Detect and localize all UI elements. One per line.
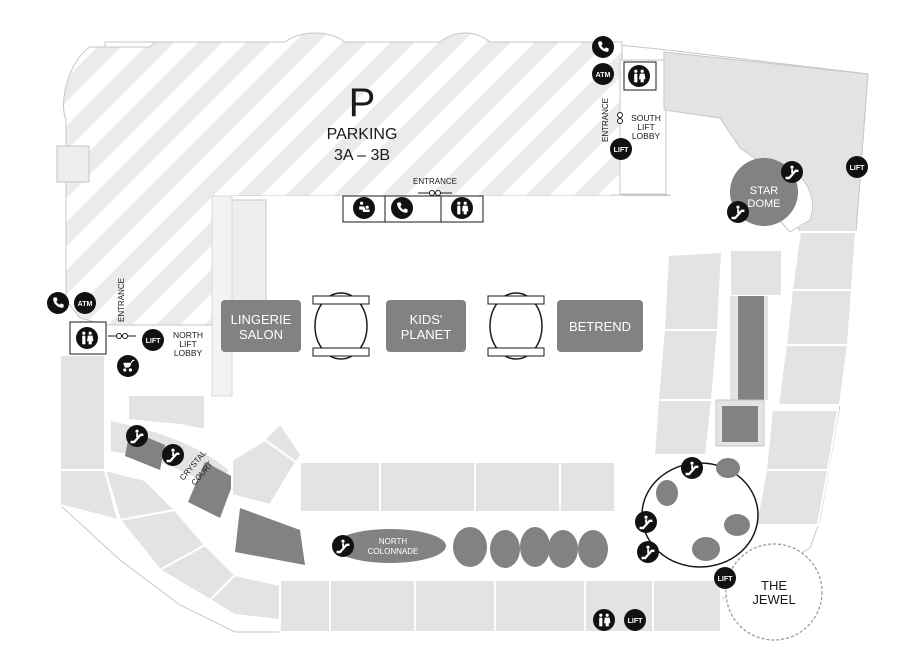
escalator-icon[interactable] xyxy=(126,425,148,447)
store-kids-label-1: KIDS' xyxy=(410,312,443,327)
parking-levels: 3A – 3B xyxy=(334,147,390,164)
store-kids-label-2: PLANET xyxy=(401,327,452,342)
atm-icon-label: ATM xyxy=(78,301,93,308)
lift-icon[interactable]: LIFT xyxy=(610,138,632,160)
kiosk xyxy=(490,530,520,568)
escalator-icon[interactable] xyxy=(162,444,184,466)
escalator-icon[interactable] xyxy=(637,541,659,563)
phone-icon[interactable] xyxy=(47,292,69,314)
store-kids-planet[interactable] xyxy=(386,300,466,352)
kiosk xyxy=(520,527,550,567)
kiosk xyxy=(453,527,487,567)
phone-icon[interactable] xyxy=(391,197,413,219)
lift-icon-label: LIFT xyxy=(146,338,161,345)
kiosk xyxy=(548,530,578,568)
escalator-icon[interactable] xyxy=(635,511,657,533)
south-lift-lobby: SOUTH LIFT LOBBY xyxy=(631,113,661,141)
parking-title: PARKING xyxy=(327,126,398,143)
entrance-left: ENTRANCE xyxy=(108,278,136,339)
lift-icon-label: LIFT xyxy=(614,147,629,154)
atm-icon-label: ATM xyxy=(596,72,611,79)
icons: ATM ATM LIFT LIFT LIFT LIFT LIFT xyxy=(47,36,868,631)
atm-icon[interactable]: ATM xyxy=(74,292,96,314)
toilet-icon[interactable] xyxy=(628,65,650,87)
south-lobby-label-2: LIFT xyxy=(637,122,654,132)
the-jewel: THE JEWEL xyxy=(725,543,823,641)
north-colonnade-label-2: COLONNADE xyxy=(368,547,419,556)
north-lobby-label-3: LOBBY xyxy=(174,348,203,358)
escalator-icon[interactable] xyxy=(332,535,354,557)
toilet-icon[interactable] xyxy=(593,609,615,631)
entrance-right: ENTRANCE xyxy=(601,98,623,142)
lift-icon[interactable]: LIFT xyxy=(142,329,164,351)
south-lobby-label-3: LOBBY xyxy=(632,131,661,141)
south-lobby-label-1: SOUTH xyxy=(631,113,661,123)
store-lingerie-salon[interactable] xyxy=(221,300,301,352)
bottom-units xyxy=(279,461,722,633)
north-lobby-label-1: NORTH xyxy=(173,330,203,340)
store-lingerie-label-1: LINGERIE xyxy=(231,312,292,327)
atm-icon[interactable]: ATM xyxy=(592,63,614,85)
store-betrend[interactable] xyxy=(557,300,643,352)
lift-icon-label: LIFT xyxy=(628,618,643,625)
entrance-top-label: ENTRANCE xyxy=(413,177,457,186)
escalator-oval-right xyxy=(487,292,545,360)
atrium-ring xyxy=(641,458,759,568)
lift-icon-label: LIFT xyxy=(850,165,865,172)
lift-icon[interactable]: LIFT xyxy=(714,567,736,589)
lift-icon[interactable]: LIFT xyxy=(624,609,646,631)
escalator-icon[interactable] xyxy=(781,161,803,183)
the-jewel-label-2: JEWEL xyxy=(752,592,795,607)
entrance-top: ENTRANCE xyxy=(413,177,457,196)
lift-icon[interactable]: LIFT xyxy=(846,156,868,178)
kiosk xyxy=(578,530,608,568)
star-dome-label-1: STAR xyxy=(750,185,779,197)
star-dome-label-2: DOME xyxy=(748,198,781,210)
toilet-icon[interactable] xyxy=(451,197,473,219)
escalator-oval-left xyxy=(312,292,370,360)
left-wing: CRYSTAL COURT xyxy=(59,354,305,622)
north-colonnade: NORTH COLONNADE xyxy=(334,527,608,568)
lift-icon-label: LIFT xyxy=(718,576,733,583)
parking-symbol: P xyxy=(349,81,376,125)
north-colonnade-label-1: NORTH xyxy=(379,537,408,546)
north-lift-lobby: NORTH LIFT LOBBY xyxy=(173,330,203,358)
escalator-icon[interactable] xyxy=(727,201,749,223)
phone-icon[interactable] xyxy=(592,36,614,58)
entrance-left-label: ENTRANCE xyxy=(117,278,126,322)
north-lobby-label-2: LIFT xyxy=(179,339,196,349)
stroller-icon[interactable] xyxy=(117,355,139,377)
the-jewel-label-1: THE xyxy=(761,578,787,593)
escalator-icon[interactable] xyxy=(681,457,703,479)
courtyard-stores: LINGERIE SALON KIDS' PLANET BETREND xyxy=(221,292,643,360)
store-lingerie-label-2: SALON xyxy=(239,327,283,342)
right-wing xyxy=(652,51,869,526)
toilet-icon[interactable] xyxy=(76,327,98,349)
nursing-room-icon[interactable] xyxy=(353,197,375,219)
store-betrend-label: BETREND xyxy=(569,319,631,334)
entrance-right-label: ENTRANCE xyxy=(601,98,610,142)
